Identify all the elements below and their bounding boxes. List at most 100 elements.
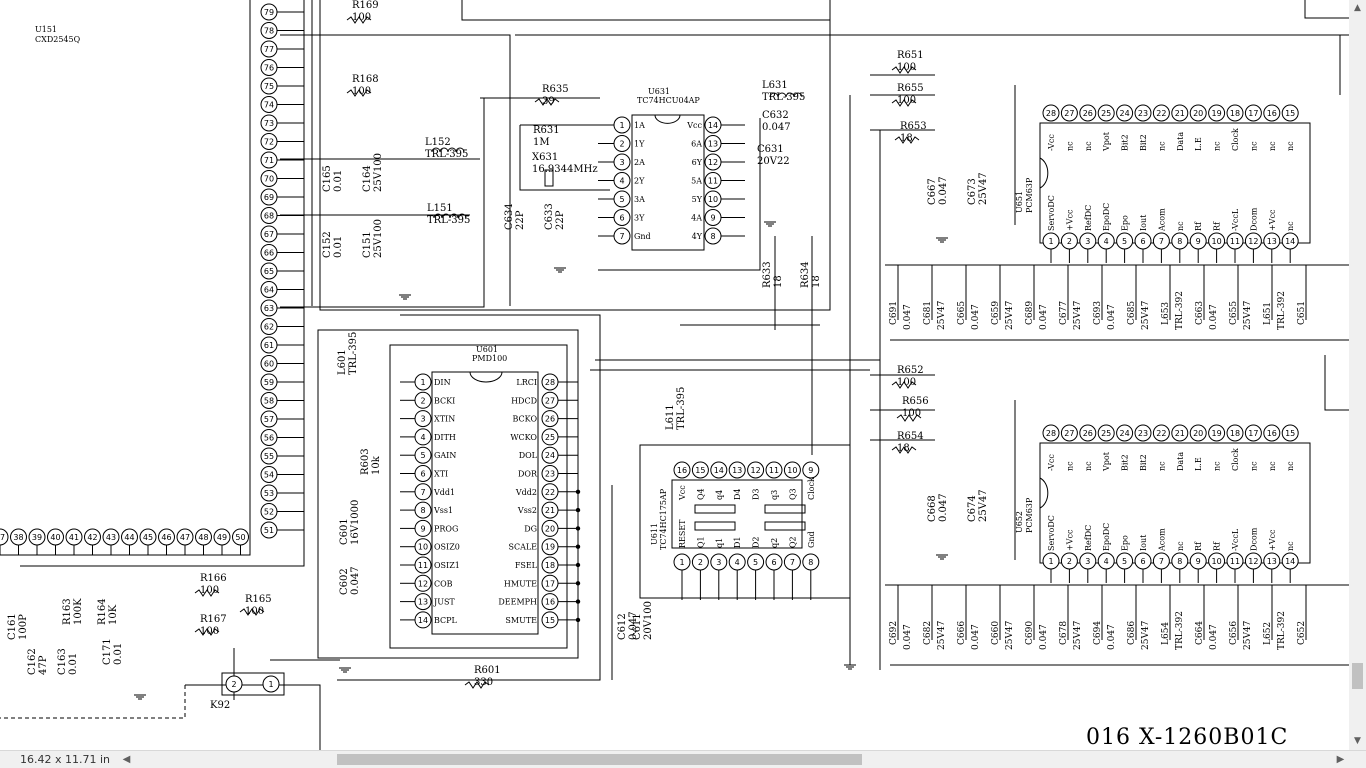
svg-text:21: 21: [545, 506, 555, 515]
u651-pin-24: 24: [1116, 104, 1134, 122]
svg-text:9: 9: [1196, 557, 1201, 566]
u611-pin-name: D2: [752, 536, 761, 548]
u151-pin-54: 54: [260, 466, 278, 483]
u652-pin-26: 26: [1079, 424, 1097, 442]
component-ref-c171: C171: [102, 638, 113, 665]
svg-text:5: 5: [619, 195, 624, 204]
u151-pin-78: 78: [260, 22, 278, 39]
svg-text:7: 7: [790, 558, 795, 567]
svg-text:1: 1: [679, 558, 684, 567]
u652-pin-name: nc: [1268, 461, 1277, 471]
horizontal-scrollbar[interactable]: ◀ ▶: [118, 751, 1349, 768]
u652-pin-17: 17: [1244, 424, 1262, 442]
u611-pin-name: q3: [770, 490, 779, 500]
u652-pin-28: 28: [1042, 424, 1060, 442]
dac1-cap-ref: C685: [1127, 301, 1137, 325]
u151-pin-63: 63: [260, 299, 278, 317]
svg-text:6: 6: [420, 470, 425, 479]
svg-text:78: 78: [264, 27, 274, 36]
component-value-l611: TRL-395: [676, 387, 687, 430]
svg-text:13: 13: [732, 466, 742, 475]
vertical-scroll-thumb[interactable]: [1352, 663, 1363, 690]
component-ref-c164: C164: [362, 165, 373, 192]
scroll-left-icon[interactable]: ◀: [122, 754, 131, 765]
u652-pin-name: Rf: [1213, 541, 1222, 551]
u151-ref: U151: [35, 25, 57, 34]
u611-pin-1: 1: [673, 553, 691, 571]
svg-text:5: 5: [420, 451, 425, 460]
u651-pin-name: nc: [1157, 141, 1166, 151]
u652-pin-name: nc: [1176, 541, 1185, 551]
u652-part: PCM63P: [1025, 497, 1034, 533]
svg-text:6: 6: [619, 214, 624, 223]
svg-text:3: 3: [716, 558, 721, 567]
svg-text:57: 57: [264, 415, 274, 424]
svg-text:15: 15: [695, 466, 705, 475]
svg-text:13: 13: [1267, 557, 1277, 566]
component-ref-c163: C163: [57, 648, 68, 675]
u651-pin-2: 2: [1060, 232, 1078, 250]
svg-text:8: 8: [420, 506, 425, 515]
svg-text:49: 49: [217, 533, 227, 542]
u601-pin-13: 13: [414, 593, 432, 611]
u601-pin-name: FSEL: [515, 561, 538, 570]
u601-pin-8: 8: [414, 501, 432, 519]
component-value-r656: 100: [902, 408, 921, 419]
svg-text:65: 65: [264, 267, 274, 276]
u652-pin-name: +Vcc: [1065, 529, 1074, 551]
u652-pin-19: 19: [1208, 424, 1226, 442]
dac1-cap-ref: C655: [1229, 301, 1239, 325]
u631-pin-name: 6A: [691, 140, 702, 149]
resistor-symbol: [891, 446, 917, 454]
svg-text:20: 20: [1193, 109, 1203, 118]
component-value-l601: TRL-395: [348, 332, 359, 375]
svg-text:24: 24: [1120, 109, 1130, 118]
u652-pin-name: nc: [1286, 461, 1295, 471]
component-value-c152: 0.01: [333, 236, 344, 258]
u601-pin-14: 14: [414, 611, 432, 629]
svg-text:41: 41: [69, 533, 79, 542]
svg-text:4: 4: [1104, 557, 1109, 566]
dac2-cap-ref: L654: [1161, 622, 1171, 645]
vertical-scrollbar[interactable]: ▲ ▼: [1349, 0, 1366, 750]
u631-pin-name: 1A: [634, 121, 645, 130]
scroll-up-icon[interactable]: ▲: [1354, 3, 1361, 13]
u601-pin-name: DITH: [434, 433, 456, 442]
dac1-cap-ref: C689: [1025, 301, 1035, 325]
dac2-cap-ref: C656: [1229, 621, 1239, 645]
ground-symbol: [936, 237, 948, 243]
u151-pin-46: 46: [158, 528, 175, 546]
u652-pin-11: 11: [1226, 552, 1244, 570]
scroll-down-icon[interactable]: ▼: [1354, 736, 1361, 746]
u631-pin-3: 3: [613, 153, 631, 171]
component-value-x631: 16.9344MHz: [532, 164, 598, 175]
u601-pin-name: SMUTE: [505, 616, 537, 625]
svg-text:3: 3: [1085, 557, 1090, 566]
wiring: [0, 0, 1349, 750]
u611-pin-16: 16: [673, 461, 691, 479]
scroll-right-icon[interactable]: ▶: [1336, 754, 1345, 765]
u652-pin-22: 22: [1152, 424, 1170, 442]
svg-text:11: 11: [769, 466, 779, 475]
u652-pin-27: 27: [1060, 424, 1078, 442]
u151-pin-61: 61: [260, 336, 278, 354]
u652-pin-name: nc: [1213, 461, 1222, 471]
component-ref-r601: R601: [474, 665, 501, 676]
svg-text:12: 12: [751, 466, 761, 475]
svg-text:8: 8: [1177, 557, 1182, 566]
svg-text:7: 7: [420, 488, 425, 497]
u652-pin-name: +Vcc: [1268, 529, 1277, 551]
u601-pin-16: 16: [541, 593, 559, 611]
u601-pin-2: 2: [414, 391, 432, 409]
horizontal-scroll-thumb[interactable]: [336, 754, 862, 765]
svg-text:19: 19: [545, 543, 555, 552]
u651-pin-23: 23: [1134, 104, 1152, 122]
u601-pin-6: 6: [414, 465, 432, 482]
component-ref-r635: R635: [542, 84, 569, 95]
u601-pin-27: 27: [541, 391, 559, 409]
svg-text:27: 27: [545, 396, 555, 405]
status-bar: 16.42 x 11.71 in ◀ ▶: [0, 750, 1366, 768]
u601-pin-name: OSIZ0: [434, 543, 460, 552]
horizontal-scroll-track[interactable]: [135, 754, 1332, 765]
